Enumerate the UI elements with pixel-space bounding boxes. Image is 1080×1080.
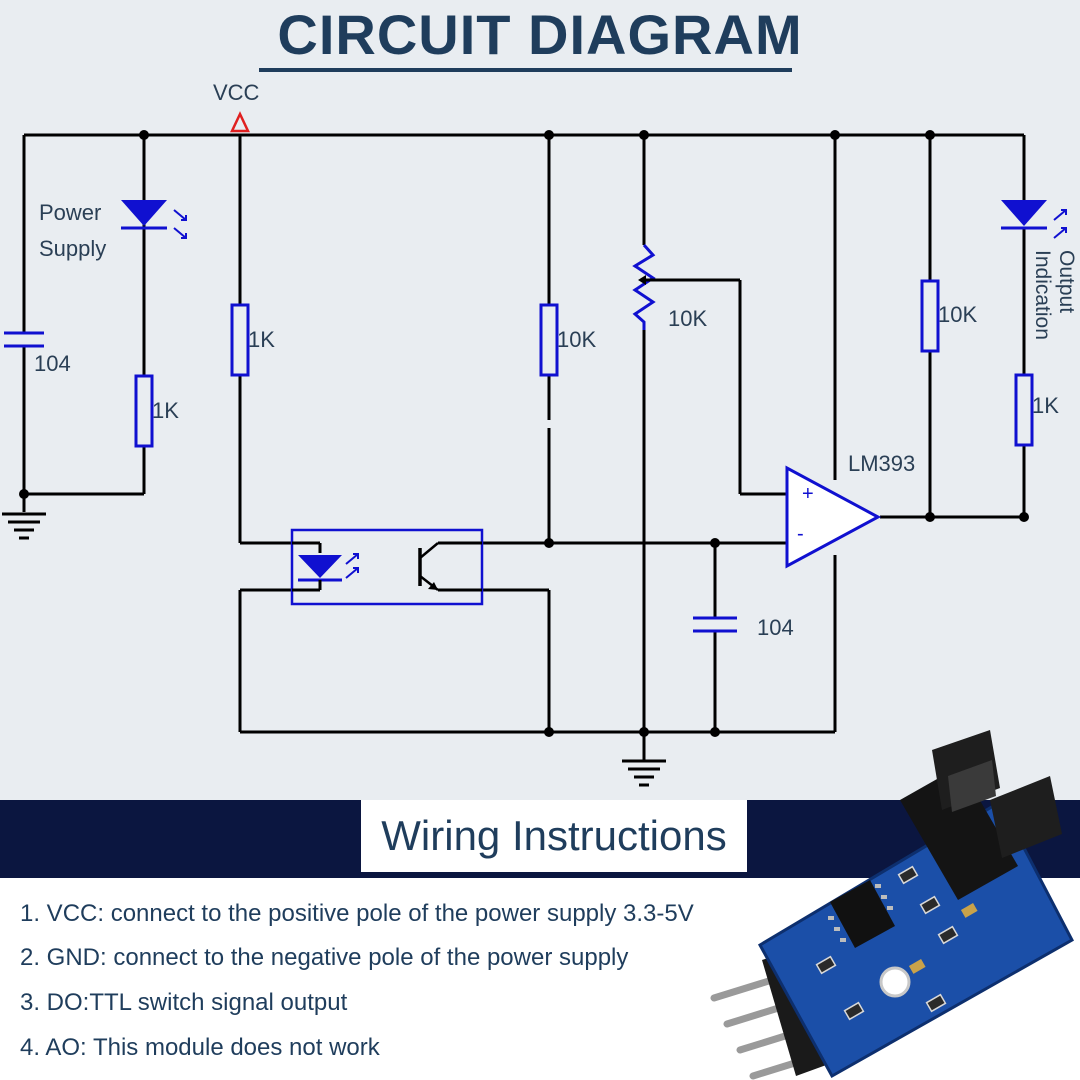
optocoupler [290,528,484,606]
sensor-module-image [710,730,1075,1080]
wires [22,133,1026,760]
capacitor-filter [693,616,737,633]
resistor-power-led-value: 1K [152,398,179,423]
page-title: CIRCUIT DIAGRAM [277,3,803,66]
wiring-item-vcc: 1. VCC: connect to the positive pole of … [20,900,694,927]
comparator-plus-label: + [802,483,814,505]
power-led-label: Power Supply [39,200,107,261]
potentiometer-value: 10K [668,306,707,331]
vcc-label: VCC [213,80,260,105]
resistors [134,279,1034,448]
resistor-output-led-value: 1K [1032,393,1059,418]
wiring-item-do: 3. DO:TTL switch signal output [20,989,348,1016]
vcc-arrow-icon [230,111,250,133]
output-led-label: Output Indication [1031,250,1078,340]
ground-symbol-bottom [622,759,666,787]
diagram-area [0,0,1080,800]
ground-symbol-left [2,512,46,540]
power-led-icon [121,200,187,239]
resistor-pullup-value: 10K [938,302,977,327]
slot-sensor [900,730,1062,900]
potentiometer-icon [632,243,658,330]
comparator-label: LM393 [848,451,915,476]
title-underline [259,68,792,72]
wiring-heading-box: Wiring Instructions [361,800,747,872]
resistor-ir-led-value: 1K [248,327,275,352]
wiring-heading: Wiring Instructions [381,812,727,859]
junction-dots [19,130,1029,737]
capacitor-left-value: 104 [34,351,71,376]
capacitor-filter-value: 104 [757,615,794,640]
output-led-icon [1001,200,1067,239]
circuit-schematic: VCC 104 Power Supply 1K 1K 10K 10K 1K [2,80,1078,787]
ic-chip [830,880,895,948]
wiring-item-gnd: 2. GND: connect to the negative pole of … [20,944,629,971]
comparator-lm393 [785,465,882,569]
capacitor-left [4,331,44,348]
comparator-minus-label: - [797,523,804,545]
resistor-collector-value: 10K [557,327,596,352]
wiring-item-ao: 4. AO: This module does not work [20,1034,380,1061]
